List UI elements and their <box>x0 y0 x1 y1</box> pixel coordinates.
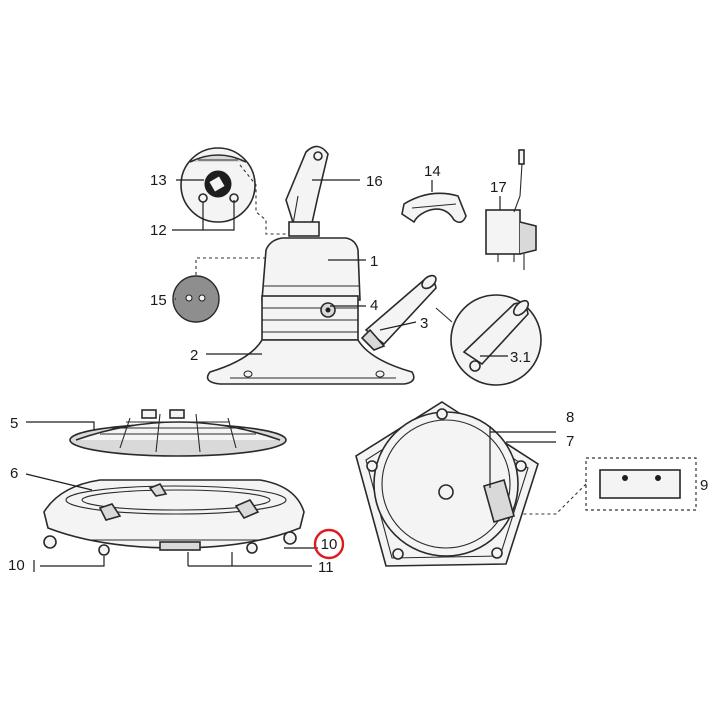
detail-3-1-circle <box>450 294 542 386</box>
callout-14: 14 <box>424 163 441 180</box>
detail-3-1-connector <box>435 307 453 323</box>
part-7-base-bottom <box>355 401 539 567</box>
leader-lines <box>25 179 556 572</box>
part-15-disc <box>172 275 220 323</box>
part-6-chassis <box>43 479 305 551</box>
wheels-10 <box>43 531 297 556</box>
part-3-swivel <box>360 274 437 351</box>
part-14-clip <box>401 192 467 224</box>
callout-5: 5 <box>10 415 18 432</box>
dashed-link-disc <box>195 257 290 275</box>
part-16-handle <box>285 145 329 237</box>
callout-11: 11 <box>318 559 334 576</box>
part-2-skirt <box>206 339 415 385</box>
callout-labels: 13 12 15 16 1 4 3 2 3.1 14 17 5 6 8 7 9 … <box>8 163 708 576</box>
highlight-circle <box>313 528 345 560</box>
callout-10-highlighted: 10 <box>321 536 338 553</box>
dashed-link-9 <box>522 483 587 515</box>
part-5-grid-cover <box>69 409 287 457</box>
callout-8: 8 <box>566 409 574 426</box>
callout-2: 2 <box>190 347 198 364</box>
callout-4: 4 <box>370 297 378 314</box>
part-1-head-body <box>261 237 361 341</box>
callout-17: 17 <box>490 179 507 196</box>
callout-12: 12 <box>150 222 167 239</box>
callout-15: 15 <box>150 292 167 309</box>
callout-10-left: 10 <box>8 557 25 574</box>
callout-16: 16 <box>366 173 383 190</box>
callout-3: 3 <box>420 315 428 332</box>
detail-13-12-top-view <box>180 147 256 223</box>
callout-7: 7 <box>566 433 574 450</box>
part-17-switch <box>485 149 537 270</box>
callout-9: 9 <box>700 477 708 494</box>
callout-13: 13 <box>150 172 167 189</box>
callout-3-1: 3.1 <box>510 349 531 366</box>
detail-9-box <box>585 457 697 511</box>
callout-6: 6 <box>10 465 18 482</box>
callout-1: 1 <box>370 253 378 270</box>
